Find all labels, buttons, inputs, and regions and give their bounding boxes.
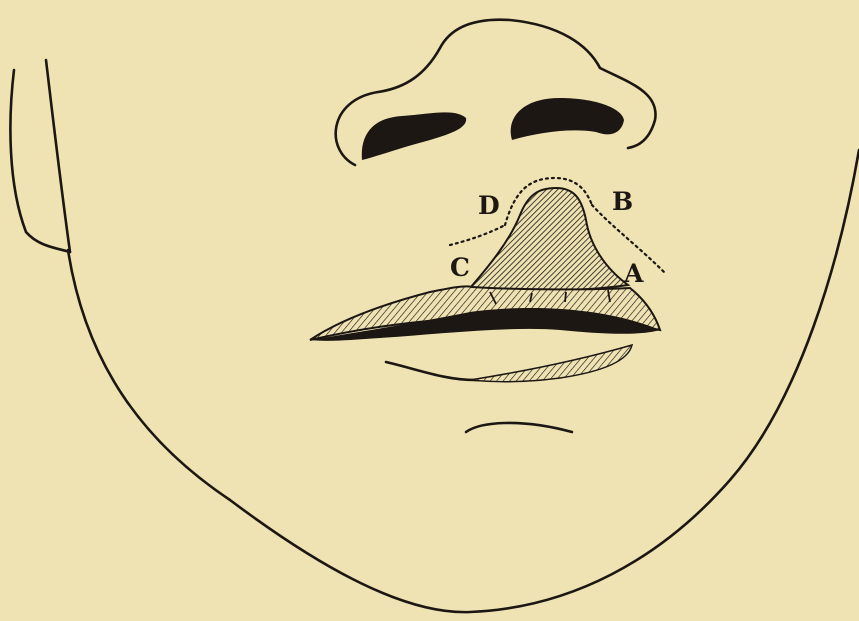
label-c: C bbox=[450, 253, 470, 282]
label-a: A bbox=[623, 259, 644, 288]
label-d: D bbox=[478, 191, 500, 220]
label-b: B bbox=[612, 187, 633, 216]
